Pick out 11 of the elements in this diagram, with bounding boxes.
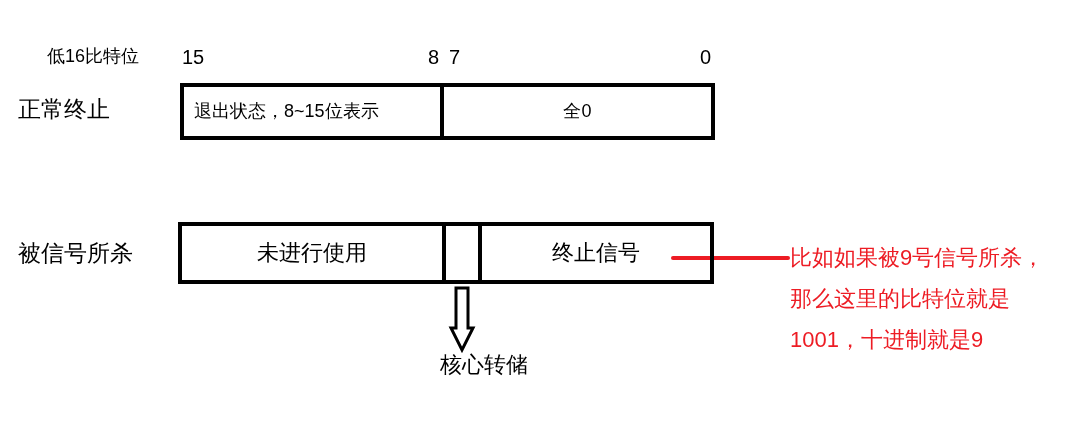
bit-range-caption: 低16比特位	[47, 46, 140, 68]
block-arrow	[448, 286, 476, 354]
leader-line	[671, 256, 790, 260]
annotation-note: 比如如果被9号信号所杀，那么这里的比特位就是1001，十进制就是9	[790, 237, 1062, 360]
bit-index: 8	[428, 45, 440, 69]
row-label: 正常终止	[18, 96, 110, 124]
callout-text: 核心转储	[440, 352, 528, 379]
bit-index: 7	[449, 45, 461, 69]
row-label: 被信号所杀	[18, 240, 133, 268]
bit-index: 0	[700, 45, 712, 69]
bit-index: 15	[182, 45, 205, 69]
